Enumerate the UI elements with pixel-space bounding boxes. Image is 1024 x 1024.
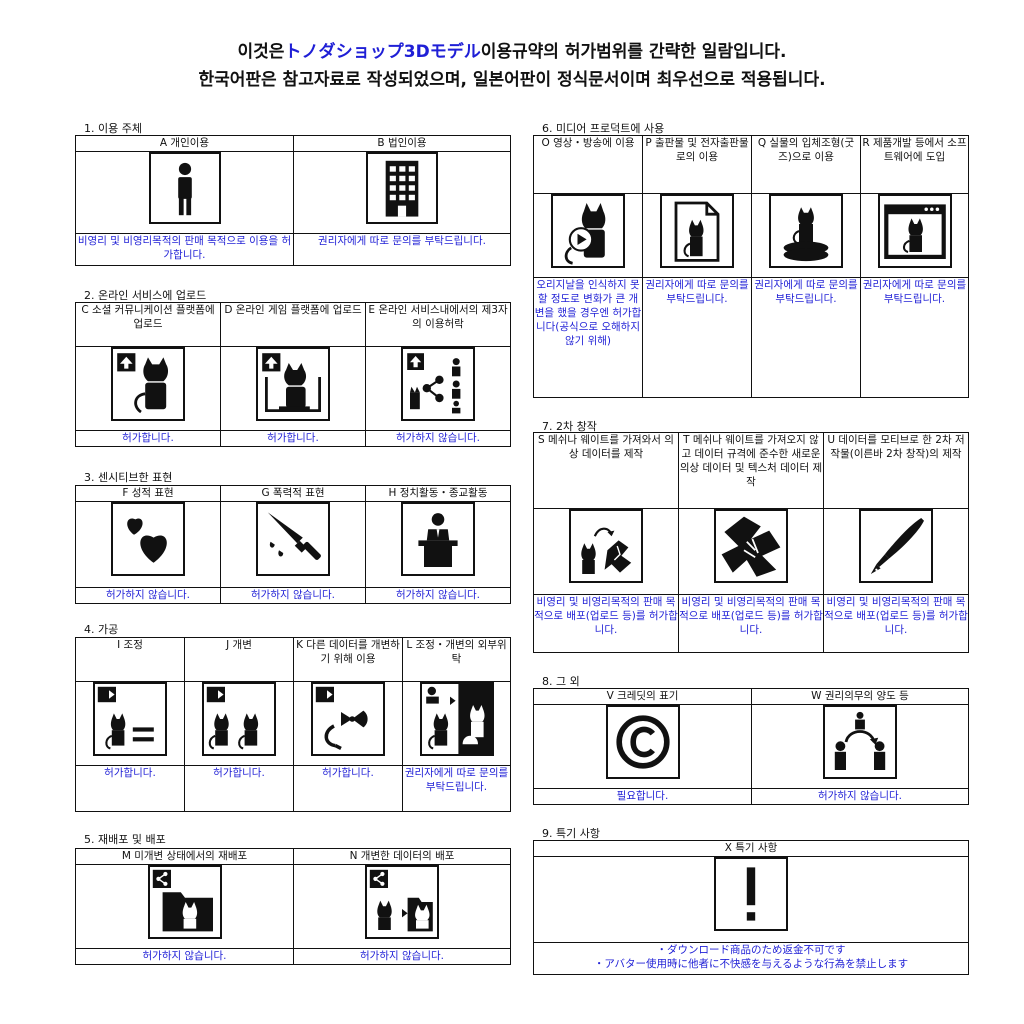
item-status: 허가하지 않습니다. bbox=[293, 948, 511, 965]
section-8-table: V 크레딧의 표기 W 권리의무의 양도 등 필요합니다. 허가하지 않습니다. bbox=[533, 688, 969, 805]
page-header: 이것은トノダショップ3Dモデル이용규약의 허가범위를 간략한 일람입니다. 한국… bbox=[0, 38, 1024, 94]
special-notes: ・ダウンロード商品のため返金不可です ・アバター使用時に他者に不快感を与えるよう… bbox=[533, 942, 969, 975]
section-2-table: C 소셜 커뮤니케이션 플랫폼에 업로드 D 온라인 게임 플랫폼에 업로드 E… bbox=[75, 302, 511, 447]
copyright-icon bbox=[605, 705, 680, 779]
item-status: 허가하지 않습니다. bbox=[751, 788, 969, 805]
item-label: K 다른 데이터를 개변하기 위해 이용 bbox=[293, 637, 403, 682]
section-title-2: 2. 온라인 서비스에 업로드 bbox=[84, 289, 207, 302]
item-label: H 정치활동・종교활동 bbox=[365, 485, 511, 502]
item-label: P 출판물 및 전자출판물로의 이용 bbox=[642, 135, 752, 194]
knife-icon bbox=[256, 502, 330, 576]
item-label: B 법인이용 bbox=[293, 135, 511, 152]
item-label: G 폭력적 표현 bbox=[220, 485, 366, 502]
person-icon bbox=[148, 152, 221, 224]
transfer-rights-icon bbox=[823, 705, 897, 779]
pen-icon bbox=[859, 509, 933, 583]
share-third-party-icon bbox=[401, 347, 475, 421]
video-play-icon bbox=[551, 194, 625, 268]
item-status: 권리자에게 따로 문의를 부탁드립니다. bbox=[751, 277, 861, 398]
item-status: 비영리 및 비영리목적의 판매 목적으로 배포(업로드 등)를 허가합니다. bbox=[678, 594, 824, 653]
section-title-6: 6. 미디어 프로덕트에 사용 bbox=[542, 122, 665, 135]
item-status: 허가합니다. bbox=[75, 765, 185, 812]
item-label: L 조정・개변의 외부위탁 bbox=[402, 637, 511, 682]
item-label: V 크레딧의 표기 bbox=[533, 688, 752, 705]
item-label: I 조정 bbox=[75, 637, 185, 682]
item-label: T 메쉬나 웨이트를 가져오지 않고 데이터 규격에 준수한 새로운 의상 데이… bbox=[678, 432, 824, 509]
item-label: F 성적 표현 bbox=[75, 485, 221, 502]
item-status: 허가합니다. bbox=[75, 430, 221, 447]
item-status: 허가하지 않습니다. bbox=[75, 587, 221, 604]
item-status: 비영리 및 비영리목적의 판매 목적으로 이용을 허가합니다. bbox=[75, 233, 294, 266]
item-status: 권리자에게 따로 문의를 부탁드립니다. bbox=[402, 765, 511, 812]
item-status: 비영리 및 비영리목적의 판매 목적으로 배포(업로드 등)를 허가합니다. bbox=[533, 594, 679, 653]
item-status: 비영리 및 비영리목적의 판매 목적으로 배포(업로드 등)를 허가합니다. bbox=[823, 594, 969, 653]
header-line-1: 이것은トノダショップ3Dモデル이용규약의 허가범위를 간략한 일람입니다. bbox=[237, 42, 787, 62]
item-label: U 데이터를 모티브로 한 2차 저작물(이른바 2차 창작)의 제작 bbox=[823, 432, 969, 509]
item-status: 허가하지 않습니다. bbox=[365, 587, 511, 604]
hearts-icon bbox=[111, 502, 185, 576]
upload-game-icon bbox=[256, 347, 330, 421]
section-title-4: 4. 가공 bbox=[84, 623, 119, 636]
item-label: R 제품개발 등에서 소프트웨어에 도입 bbox=[860, 135, 969, 194]
section-6-table: O 영상・방송에 이용 P 출판물 및 전자출판물로의 이용 Q 실물의 입체조… bbox=[533, 135, 969, 398]
costume-transfer-icon bbox=[569, 509, 643, 583]
item-label: S 메쉬나 웨이트를 가져와서 의상 데이터를 제작 bbox=[533, 432, 679, 509]
section-4-table: I 조정 J 개변 K 다른 데이터를 개변하기 위해 이용 L 조정・개변의 … bbox=[75, 637, 511, 812]
upload-avatar-icon bbox=[111, 347, 185, 421]
item-label: X 특기 사항 bbox=[533, 840, 969, 857]
item-label: M 미개변 상태에서의 재배포 bbox=[75, 848, 294, 865]
item-label: J 개변 bbox=[184, 637, 294, 682]
podium-icon bbox=[401, 502, 475, 576]
modify-icon bbox=[202, 682, 276, 756]
exclamation-icon bbox=[714, 857, 788, 931]
item-status: 허가하지 않습니다. bbox=[220, 587, 366, 604]
redistribute-folder-icon bbox=[147, 865, 222, 939]
item-status: 오리지날을 인식하지 못할 정도로 변화가 큰 개변을 했을 경우엔 허가합니다… bbox=[533, 277, 643, 398]
software-window-icon bbox=[877, 194, 952, 268]
adjust-icon bbox=[93, 682, 167, 756]
section-title-9: 9. 특기 사항 bbox=[542, 827, 600, 840]
item-status: 허가하지 않습니다. bbox=[365, 430, 511, 447]
note-line: ・アバター使用時に他者に不快感を与えるような行為を禁止します bbox=[593, 958, 909, 970]
office-building-icon bbox=[366, 152, 438, 224]
shop-name: トノダショップ3Dモデル bbox=[284, 42, 481, 62]
item-status: 필요합니다. bbox=[533, 788, 752, 805]
item-status: 권리자에게 따로 문의를 부탁드립니다. bbox=[860, 277, 969, 398]
section-1-table: A 개인이용 B 법인이용 비영리 및 비영리목적의 판매 목적으로 이용을 허… bbox=[75, 135, 511, 266]
item-label: W 권리의무의 양도 등 bbox=[751, 688, 969, 705]
item-label: D 온라인 게임 플랫폼에 업로드 bbox=[220, 302, 366, 347]
item-label: Q 실물의 입체조형(굿즈)으로 이용 bbox=[751, 135, 861, 194]
item-status: 허가합니다. bbox=[220, 430, 366, 447]
distribute-modified-icon bbox=[365, 865, 439, 939]
outsourcing-icon bbox=[419, 682, 494, 756]
item-label: C 소셜 커뮤니케이션 플랫폼에 업로드 bbox=[75, 302, 221, 347]
section-7-table: S 메쉬나 웨이트를 가져와서 의상 데이터를 제작 T 메쉬나 웨이트를 가져… bbox=[533, 432, 969, 653]
section-5-table: M 미개변 상태에서의 재배포 N 개변한 데이터의 배포 허가하지 않습니다.… bbox=[75, 848, 511, 965]
item-status: 허가하지 않습니다. bbox=[75, 948, 294, 965]
item-label: A 개인이용 bbox=[75, 135, 294, 152]
section-3-table: F 성적 표현 G 폭력적 표현 H 정치활동・종교활동 허가하지 않습니다. … bbox=[75, 485, 511, 604]
item-status: 권리자에게 따로 문의를 부탁드립니다. bbox=[293, 233, 511, 266]
header-line-2: 한국어판은 참고자료로 작성되었으며, 일본어판이 정식문서이며 최우선으로 적… bbox=[198, 70, 826, 90]
section-title-1: 1. 이용 주체 bbox=[84, 122, 142, 135]
item-label: E 온라인 서비스내에서의 제3자의 이용허락 bbox=[365, 302, 511, 347]
section-title-8: 8. 그 외 bbox=[542, 675, 580, 688]
note-line: ・ダウンロード商品のため返金不可です bbox=[656, 944, 846, 956]
figure-icon bbox=[769, 194, 843, 268]
item-label: N 개변한 데이터의 배포 bbox=[293, 848, 511, 865]
section-title-5: 5. 재배포 및 배포 bbox=[84, 833, 166, 846]
reuse-parts-icon bbox=[311, 682, 385, 756]
item-status: 권리자에게 따로 문의를 부탁드립니다. bbox=[642, 277, 752, 398]
section-title-7: 7. 2차 창작 bbox=[542, 420, 597, 433]
document-icon bbox=[660, 194, 734, 268]
item-status: 허가합니다. bbox=[293, 765, 403, 812]
item-status: 허가합니다. bbox=[184, 765, 294, 812]
item-label: O 영상・방송에 이용 bbox=[533, 135, 643, 194]
section-9-table: X 특기 사항 ・ダウンロード商品のため返金不可です ・アバター使用時に他者に不… bbox=[533, 840, 969, 975]
new-costume-icon bbox=[714, 509, 788, 583]
section-title-3: 3. 센시티브한 표현 bbox=[84, 471, 173, 484]
